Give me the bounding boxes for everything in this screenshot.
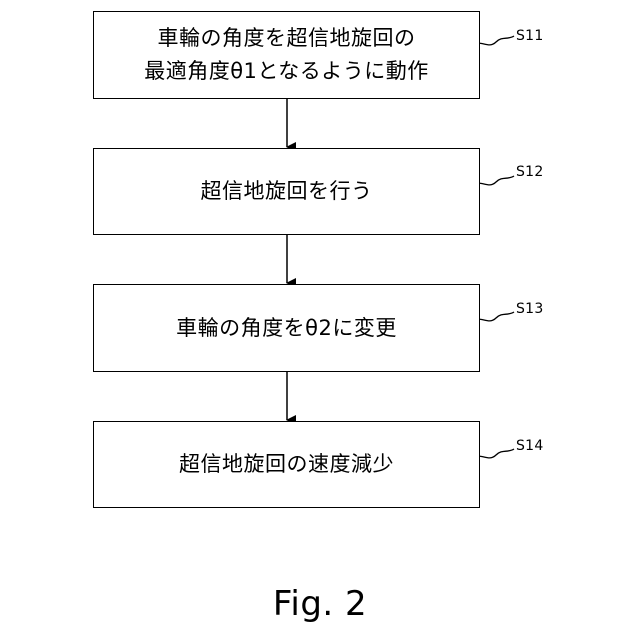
- step-s11-line-1: 車輪の角度を超信地旋回の: [144, 22, 429, 55]
- step-id-s14: S14: [516, 438, 544, 454]
- step-s13-line-1: 車輪の角度をθ2に変更: [176, 312, 397, 345]
- step-s14-line-1: 超信地旋回の速度減少: [179, 448, 394, 481]
- step-text-s14: 超信地旋回の速度減少: [179, 448, 394, 481]
- step-text-s11: 車輪の角度を超信地旋回の 最適角度θ1となるように動作: [144, 22, 429, 88]
- step-box-s12: 超信地旋回を行う: [93, 148, 480, 235]
- figure-caption: Fig. 2: [0, 584, 640, 624]
- step-text-s12: 超信地旋回を行う: [201, 175, 373, 208]
- step-box-s14: 超信地旋回の速度減少: [93, 421, 480, 508]
- step-box-s11: 車輪の角度を超信地旋回の 最適角度θ1となるように動作: [93, 11, 480, 99]
- step-id-s11: S11: [516, 28, 544, 44]
- step-s12-line-1: 超信地旋回を行う: [201, 175, 373, 208]
- step-id-s13: S13: [516, 301, 544, 317]
- step-s11-line-2: 最適角度θ1となるように動作: [144, 55, 429, 88]
- step-text-s13: 車輪の角度をθ2に変更: [176, 312, 397, 345]
- step-box-s13: 車輪の角度をθ2に変更: [93, 284, 480, 372]
- step-id-s12: S12: [516, 164, 544, 180]
